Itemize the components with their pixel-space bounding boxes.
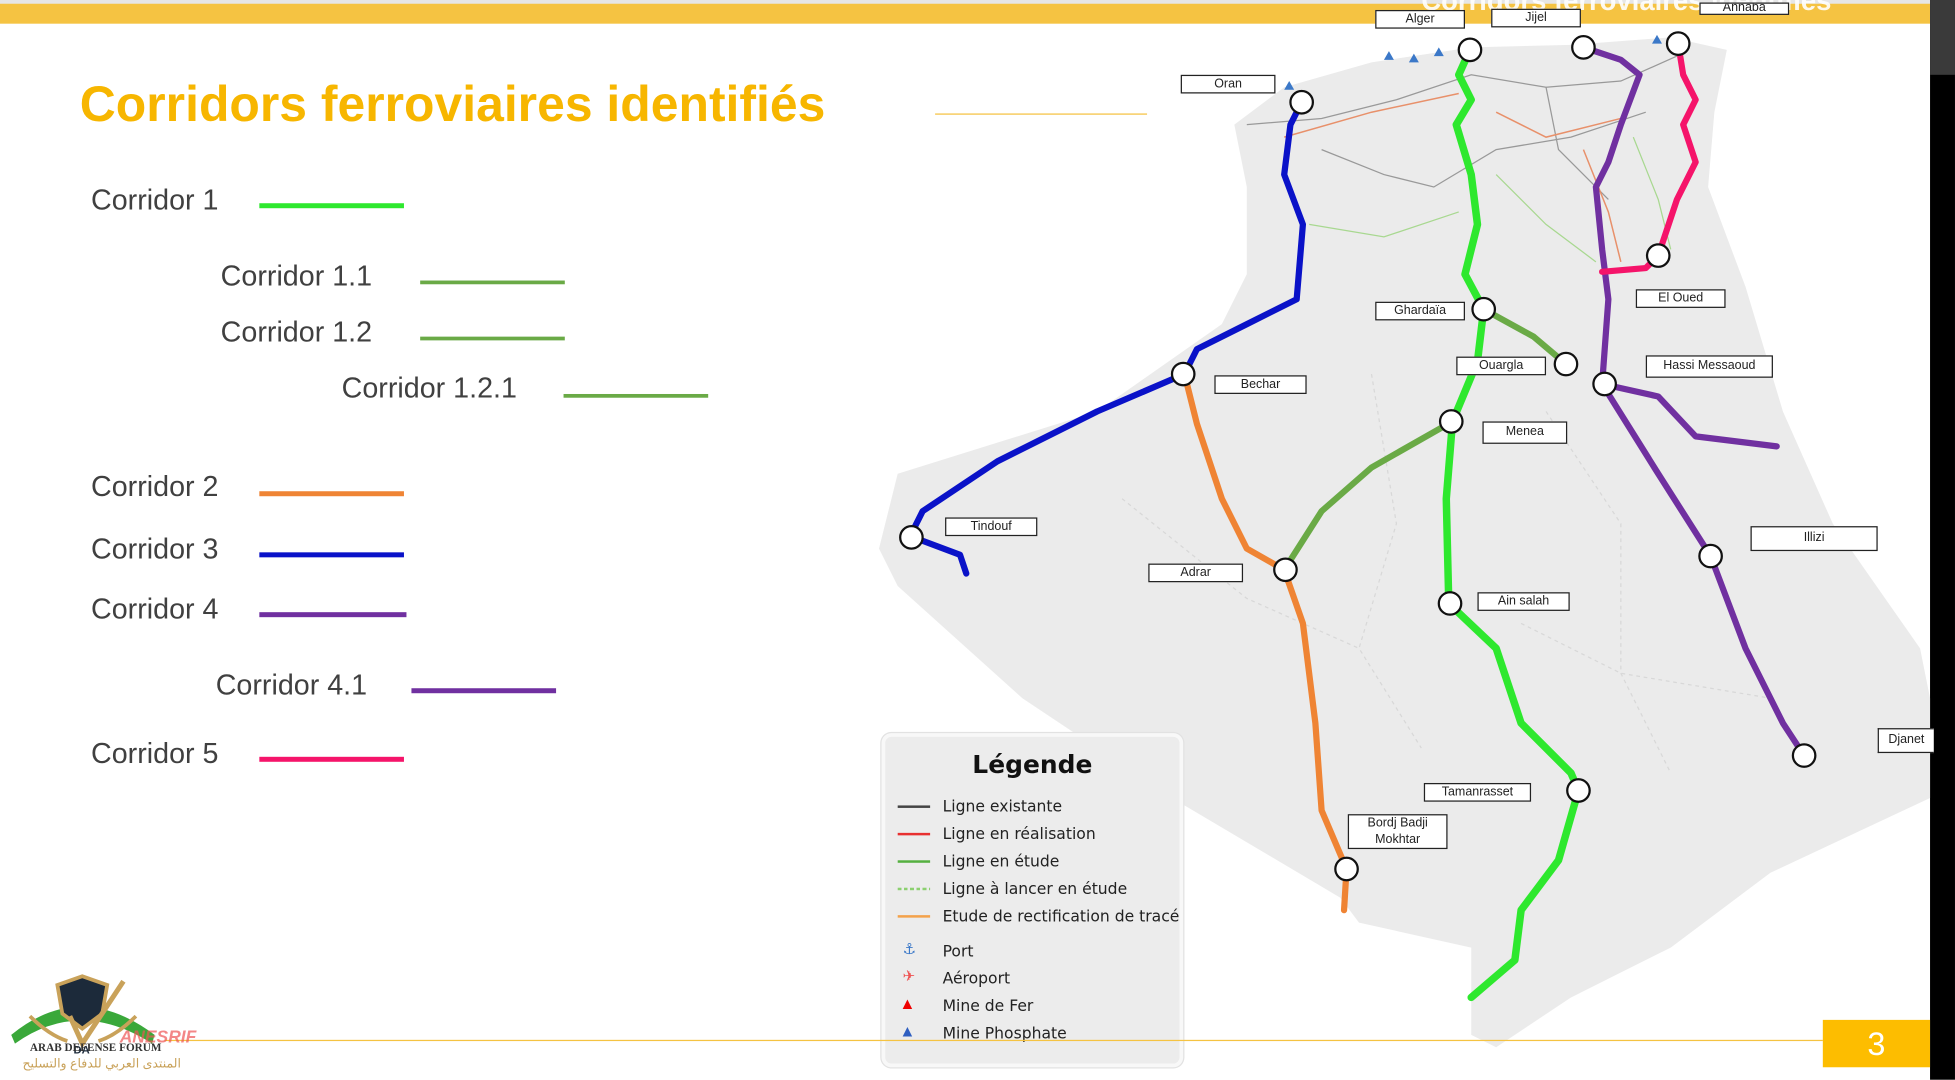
corridor-1-2-1-route bbox=[1281, 418, 1456, 573]
legend-title: Légende bbox=[972, 749, 1093, 780]
corridor-2-label: Corridor 2 bbox=[91, 470, 219, 503]
corridor-4-label: Corridor 4 bbox=[91, 592, 219, 625]
phosphate-mine-icon: ▲ bbox=[902, 1024, 913, 1039]
city-label-hassi-messaoud: Hassi Messaoud bbox=[1645, 355, 1773, 378]
corridor-1-2-1-label: Corridor 1.2.1 bbox=[341, 371, 517, 404]
legend-item-phosphate-mine: ▲Mine Phosphate bbox=[902, 1023, 1067, 1043]
port-icon: ⚓ bbox=[902, 940, 917, 958]
legend-item-existing: Ligne existante bbox=[885, 794, 1179, 821]
corridor-1-route bbox=[1442, 46, 1583, 1002]
corridor-4-1-label: Corridor 4.1 bbox=[215, 668, 368, 701]
province-borders bbox=[1121, 373, 1771, 774]
legend-item-rectification: Etude de rectification de tracé bbox=[885, 904, 1179, 931]
city-label-adrar: Adrar bbox=[1148, 563, 1244, 583]
legend-item-construction: Ligne en réalisation bbox=[885, 822, 1179, 849]
corridor-1-swatch bbox=[259, 203, 404, 209]
city-label-el-oued: El Oued bbox=[1635, 289, 1726, 308]
watermark: ANESRIF bbox=[119, 1026, 197, 1047]
page-number: 3 bbox=[1822, 1019, 1931, 1068]
window-edge bbox=[1930, 0, 1955, 1080]
corridor-4-1-route bbox=[1599, 380, 1780, 450]
logo-text-en: ARAB DEFENSE FORUM bbox=[29, 1041, 162, 1054]
city-label-ghardaia: Ghardaïa bbox=[1375, 301, 1465, 321]
corridor-1-1-route bbox=[1480, 306, 1570, 368]
legend-item-port: ⚓Port bbox=[902, 940, 974, 961]
existing-lines bbox=[1246, 55, 1678, 200]
corridor-2-swatch bbox=[259, 491, 404, 497]
city-label-bordj-badji-mokhtar: Bordj Badji Mokhtar bbox=[1347, 814, 1448, 850]
legend-item-airport: ✈Aéroport bbox=[902, 967, 1011, 988]
footer-divider bbox=[164, 1039, 1823, 1042]
airport-icon: ✈ bbox=[902, 967, 916, 985]
corridor-5-label: Corridor 5 bbox=[91, 736, 219, 770]
iron-mine-icon: ▲ bbox=[902, 997, 913, 1012]
corridor-1-2-1-swatch bbox=[563, 393, 709, 398]
port-markers bbox=[1284, 34, 1662, 90]
corridor-1-1-label: Corridor 1.1 bbox=[220, 259, 373, 292]
city-label-jijel: Jijel bbox=[1491, 8, 1581, 28]
svg-text:DA: DA bbox=[74, 1045, 90, 1057]
city-label-illizi: Illizi bbox=[1750, 526, 1878, 552]
legend-item-iron-mine: ▲Mine de Fer bbox=[902, 996, 1034, 1015]
city-label-tamanrasset: Tamanrasset bbox=[1423, 782, 1532, 802]
corridor-3-swatch bbox=[259, 552, 404, 558]
corridor-1-label: Corridor 1 bbox=[91, 183, 219, 216]
city-label-menea: Menea bbox=[1482, 421, 1568, 444]
map-legend: Légende Ligne existante Ligne en réalisa… bbox=[881, 733, 1184, 1068]
corridor-3-label: Corridor 3 bbox=[91, 532, 219, 565]
corridor-2-route bbox=[1181, 370, 1350, 914]
city-label-oran: Oran bbox=[1180, 74, 1276, 94]
lines-under-construction bbox=[1283, 92, 1622, 263]
city-label-ouargla: Ouargla bbox=[1456, 356, 1547, 376]
city-label-tindouf: Tindouf bbox=[945, 517, 1038, 537]
legend-item-to-study: Ligne à lancer en étude bbox=[885, 877, 1179, 904]
city-label-ain-salah: Ain salah bbox=[1477, 592, 1570, 611]
city-label-annaba: Annaba bbox=[1699, 2, 1790, 15]
title-divider bbox=[935, 113, 1148, 115]
corridor-1-1-swatch bbox=[420, 280, 565, 285]
corridor-5-swatch bbox=[259, 756, 404, 762]
city-label-djanet: Djanet bbox=[1877, 728, 1934, 754]
page-title: Corridors ferroviaires identifiés bbox=[79, 77, 826, 133]
legend-item-study: Ligne en étude bbox=[885, 849, 1179, 876]
city-label-alger: Alger bbox=[1375, 9, 1465, 29]
corridor-1-2-label: Corridor 1.2 bbox=[220, 315, 373, 348]
corridor-4-1-swatch bbox=[411, 688, 557, 694]
city-label-bechar: Bechar bbox=[1214, 375, 1307, 394]
arab-defense-forum-logo: DA bbox=[11, 974, 155, 1057]
corridor-1-2-swatch bbox=[420, 336, 565, 341]
station-nodes bbox=[899, 31, 1817, 882]
corridor-4-swatch bbox=[259, 612, 407, 618]
logo-text-ar: المنتدى العربي للدفاع والتسليح bbox=[22, 1057, 181, 1072]
